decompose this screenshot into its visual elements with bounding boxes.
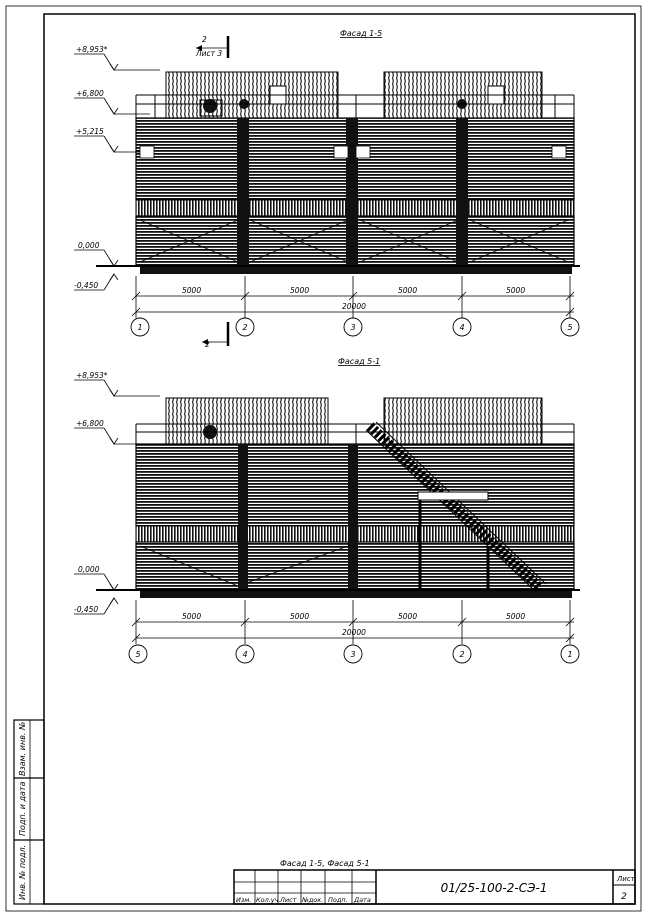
- base-beam-2: [140, 590, 572, 598]
- stamp-vzam-inv: Взам. инв. №: [18, 722, 27, 776]
- v2-total: 20000: [342, 628, 366, 637]
- v1-level-3: +5,215: [76, 127, 104, 136]
- access-stair: [365, 421, 547, 593]
- v2-span-4: 5000: [506, 612, 525, 621]
- v2-axis-4: 2: [459, 650, 464, 659]
- view1-title: Фасад 1-5: [340, 29, 382, 38]
- tb-sheet-number: 2: [621, 892, 627, 902]
- tb-col-ndok: №док.: [301, 896, 323, 904]
- v1-axis-3: 3: [350, 323, 355, 332]
- tb-col-kol: Кол.уч.: [256, 896, 281, 904]
- v1-span-2: 5000: [290, 286, 309, 295]
- title-block-drawing-name: Фасад 1-5, Фасад 5-1: [280, 859, 370, 868]
- v1-level-2: +6,800: [76, 89, 104, 98]
- tb-col-data: Дата: [353, 896, 371, 904]
- v2-span-3: 5000: [398, 612, 417, 621]
- v2-level-4: -0,450: [74, 605, 98, 614]
- base-beam: [140, 266, 572, 274]
- stamp-inv-podl: Инв. № подл.: [18, 845, 27, 900]
- fan-stack-right: [383, 71, 543, 121]
- outer-border: [5, 5, 642, 912]
- section-mark-bottom-number: 2: [205, 340, 210, 349]
- v1-level-5: -0,450: [74, 281, 98, 290]
- view-facade-5-1: Фасад 5-1: [74, 357, 580, 664]
- tb-col-izm: Изм.: [236, 896, 251, 904]
- motor-left: [203, 99, 217, 113]
- v2-level-1: +8,953*: [76, 371, 108, 380]
- view2-title: Фасад 5-1: [338, 357, 380, 366]
- side-stamp: Взам. инв. № Подп. и дата Инв. № подл.: [13, 719, 45, 905]
- section-mark-top: 2 Лист 3: [195, 35, 230, 58]
- v1-total: 20000: [342, 302, 366, 311]
- v1-span-4: 5000: [506, 286, 525, 295]
- view-facade-1-5: Фасад 1-5: [74, 29, 580, 349]
- v2-level-3: 0,000: [78, 565, 100, 574]
- fan-stack-left-2: [165, 397, 329, 445]
- v2-span-2: 5000: [290, 612, 309, 621]
- v1-span-3: 5000: [398, 286, 417, 295]
- tb-col-podp: Подп.: [328, 896, 348, 904]
- v2-axis-3: 3: [350, 650, 355, 659]
- v2-axis-1: 5: [135, 650, 140, 659]
- section-mark-bottom: 2: [202, 322, 230, 349]
- stamp-podp-data: Подп. и дата: [18, 781, 27, 836]
- v1-axis-4: 4: [459, 323, 464, 332]
- section-mark-sheet: Лист 3: [195, 49, 222, 58]
- title-block: Фасад 1-5, Фасад 5-1 Изм. Кол.уч. Лист №…: [233, 859, 636, 905]
- fan-stack-left: [165, 71, 339, 121]
- v1-level-1: +8,953*: [76, 45, 108, 54]
- v2-axis-2: 4: [242, 650, 247, 659]
- v1-axis-1: 1: [137, 323, 142, 332]
- tb-col-list: Лист: [279, 896, 297, 904]
- v1-axis-5: 5: [567, 323, 572, 332]
- v2-axis-5: 1: [567, 650, 572, 659]
- section-mark-number: 2: [202, 35, 207, 44]
- roof-railing: [135, 94, 575, 118]
- v1-span-1: 5000: [182, 286, 201, 295]
- v1-level-4: 0,000: [78, 241, 100, 250]
- tb-sheet-label: Лист: [616, 875, 636, 883]
- tb-code: 01/25-100-2-СЭ-1: [441, 881, 548, 895]
- fan-stack-right-2: [383, 397, 543, 445]
- v2-level-2: +6,800: [76, 419, 104, 428]
- v1-axis-2: 2: [242, 323, 247, 332]
- v2-span-1: 5000: [182, 612, 201, 621]
